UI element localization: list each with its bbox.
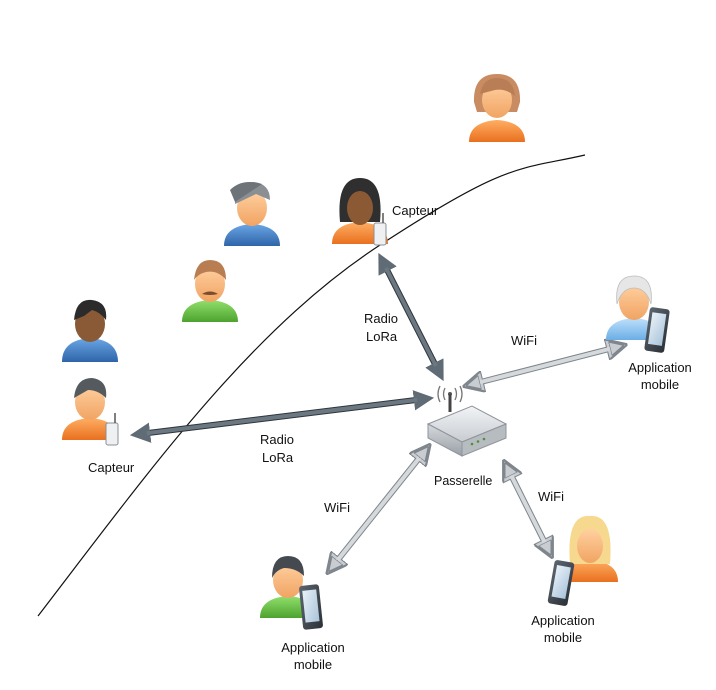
wifi-arrow-right <box>473 347 617 384</box>
gateway-label: Passerelle <box>434 474 492 488</box>
wifi-label: WiFi <box>324 500 350 515</box>
sensor-label: Capteur <box>88 460 135 475</box>
wifi-label: WiFi <box>538 489 564 504</box>
wifi-label: WiFi <box>511 333 537 348</box>
wifi-arrow-bottom-left <box>333 452 424 566</box>
app-label: mobile <box>294 657 332 672</box>
sensor-icon <box>373 213 387 246</box>
coverage-boundary-line <box>37 154 586 617</box>
lora-arrow-top <box>378 252 444 382</box>
radio-lora-label: Radio <box>260 432 294 447</box>
app-label: Application <box>281 640 345 655</box>
app-label: mobile <box>641 377 679 392</box>
person-icon <box>182 260 238 322</box>
app-label: Application <box>628 360 692 375</box>
mobile-phone-icon <box>299 584 323 630</box>
sensor-label: Capteur <box>392 203 439 218</box>
lora-arrow-left <box>129 390 435 443</box>
radio-lora-label: Radio <box>364 311 398 326</box>
person-icon <box>224 182 280 246</box>
person-icon <box>62 299 118 362</box>
person-icon <box>469 74 525 142</box>
mobile-phone-icon <box>644 307 670 353</box>
sensor-icon <box>105 413 119 446</box>
app-label: mobile <box>544 630 582 645</box>
radio-lora-label: LoRa <box>262 450 294 465</box>
person-icon <box>562 515 618 582</box>
person-icon <box>62 378 118 440</box>
app-label: Application <box>531 613 595 628</box>
wifi-arrow-bottom-right <box>508 469 548 549</box>
radio-lora-label: LoRa <box>366 329 398 344</box>
mobile-phone-icon <box>547 560 575 606</box>
gateway-router-icon <box>426 385 508 457</box>
